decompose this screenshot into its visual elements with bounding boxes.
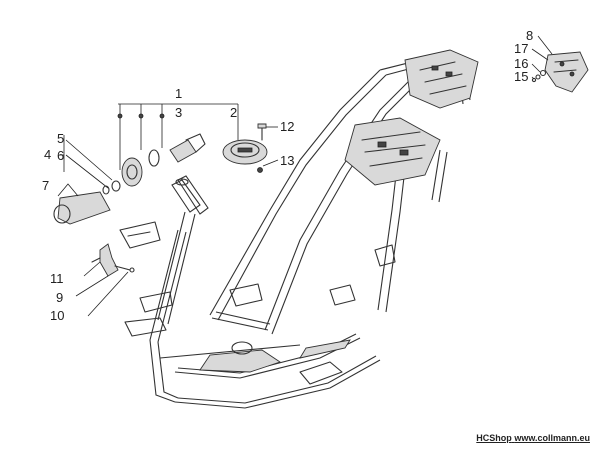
shop-watermark: HCShop www.collmann.eu xyxy=(476,433,590,443)
battery-tray xyxy=(344,117,441,186)
callout-12: 12 xyxy=(280,119,294,134)
bolts xyxy=(257,123,279,173)
callout-5: 5 xyxy=(57,131,64,146)
callout-8: 8 xyxy=(526,28,533,43)
callout-11: 11 xyxy=(50,271,64,286)
callout-3: 3 xyxy=(175,105,182,120)
callout-16: 16 xyxy=(514,56,528,71)
callout-13: 13 xyxy=(280,153,294,168)
callout-2: 2 xyxy=(230,105,237,120)
callout-10: 10 xyxy=(50,308,64,323)
lock-assembly xyxy=(117,103,268,187)
steering-head xyxy=(171,175,209,215)
callout-15: 15 xyxy=(514,69,528,84)
shop-name: HCShop xyxy=(476,433,512,443)
callout-17: 17 xyxy=(514,41,528,56)
rear-cross-member xyxy=(404,49,479,109)
callout-7: 7 xyxy=(42,178,49,193)
callout-labels: 1 2 3 4 5 6 7 8 9 10 11 12 13 15 16 17 xyxy=(42,28,553,323)
shop-url: www.collmann.eu xyxy=(514,433,590,443)
callout-9: 9 xyxy=(56,290,63,305)
callout-6: 6 xyxy=(57,148,64,163)
steering-lock-parts xyxy=(53,135,121,225)
side-stand-clamp xyxy=(75,243,135,317)
rear-mudguard-bracket xyxy=(531,51,589,93)
scooter-frame xyxy=(119,49,479,409)
callout-1: 1 xyxy=(175,86,182,101)
callout-4: 4 xyxy=(44,147,51,162)
